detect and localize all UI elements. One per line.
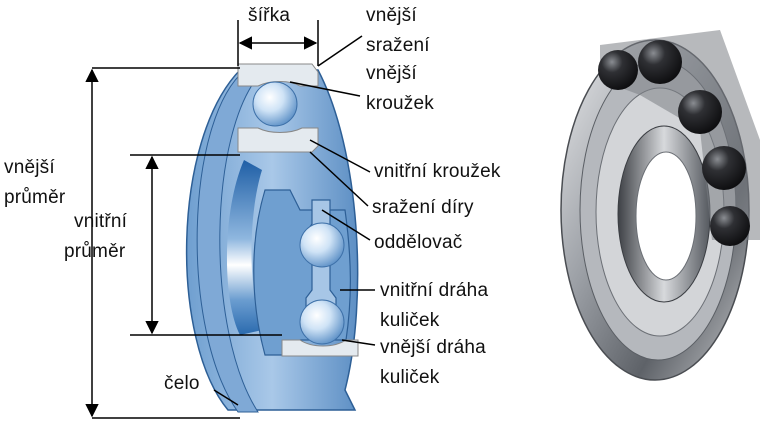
label-outer-ring-2: kroužek (366, 92, 434, 116)
label-cage: oddělovač (374, 231, 462, 255)
label-width: šířka (248, 4, 290, 28)
label-outer-diameter-1: vnější (4, 156, 55, 180)
label-inner-ring: vnitřní kroužek (374, 160, 501, 184)
label-inner-diameter-1: vnitřní (74, 210, 127, 234)
ball-bottom (300, 300, 344, 344)
label-inner-raceway-2: kuliček (380, 309, 439, 333)
bearing-cutaway (187, 64, 358, 412)
label-outer-chamfer-2: sražení (366, 34, 430, 58)
photo-ball-2 (638, 40, 682, 84)
photo-ball-3 (678, 90, 722, 134)
label-outer-diameter-2: průměr (4, 186, 65, 210)
label-face: čelo (164, 372, 200, 396)
photo-ball-4 (702, 146, 746, 190)
label-inner-diameter-2: průměr (64, 240, 125, 264)
photo-ball-5 (710, 206, 750, 246)
label-outer-raceway-1: vnější dráha (380, 336, 486, 360)
label-outer-raceway-2: kuliček (380, 366, 439, 390)
label-outer-ring-1: vnější (366, 62, 417, 86)
photo-ball-1 (598, 50, 638, 90)
ball-top (253, 82, 297, 126)
photo-bore (636, 152, 696, 280)
label-bore-chamfer: sražení díry (372, 196, 474, 220)
bearing-photo (561, 30, 760, 380)
label-outer-chamfer-1: vnější (366, 4, 417, 28)
ball-middle (300, 223, 344, 267)
label-inner-raceway-1: vnitřní dráha (380, 279, 488, 303)
